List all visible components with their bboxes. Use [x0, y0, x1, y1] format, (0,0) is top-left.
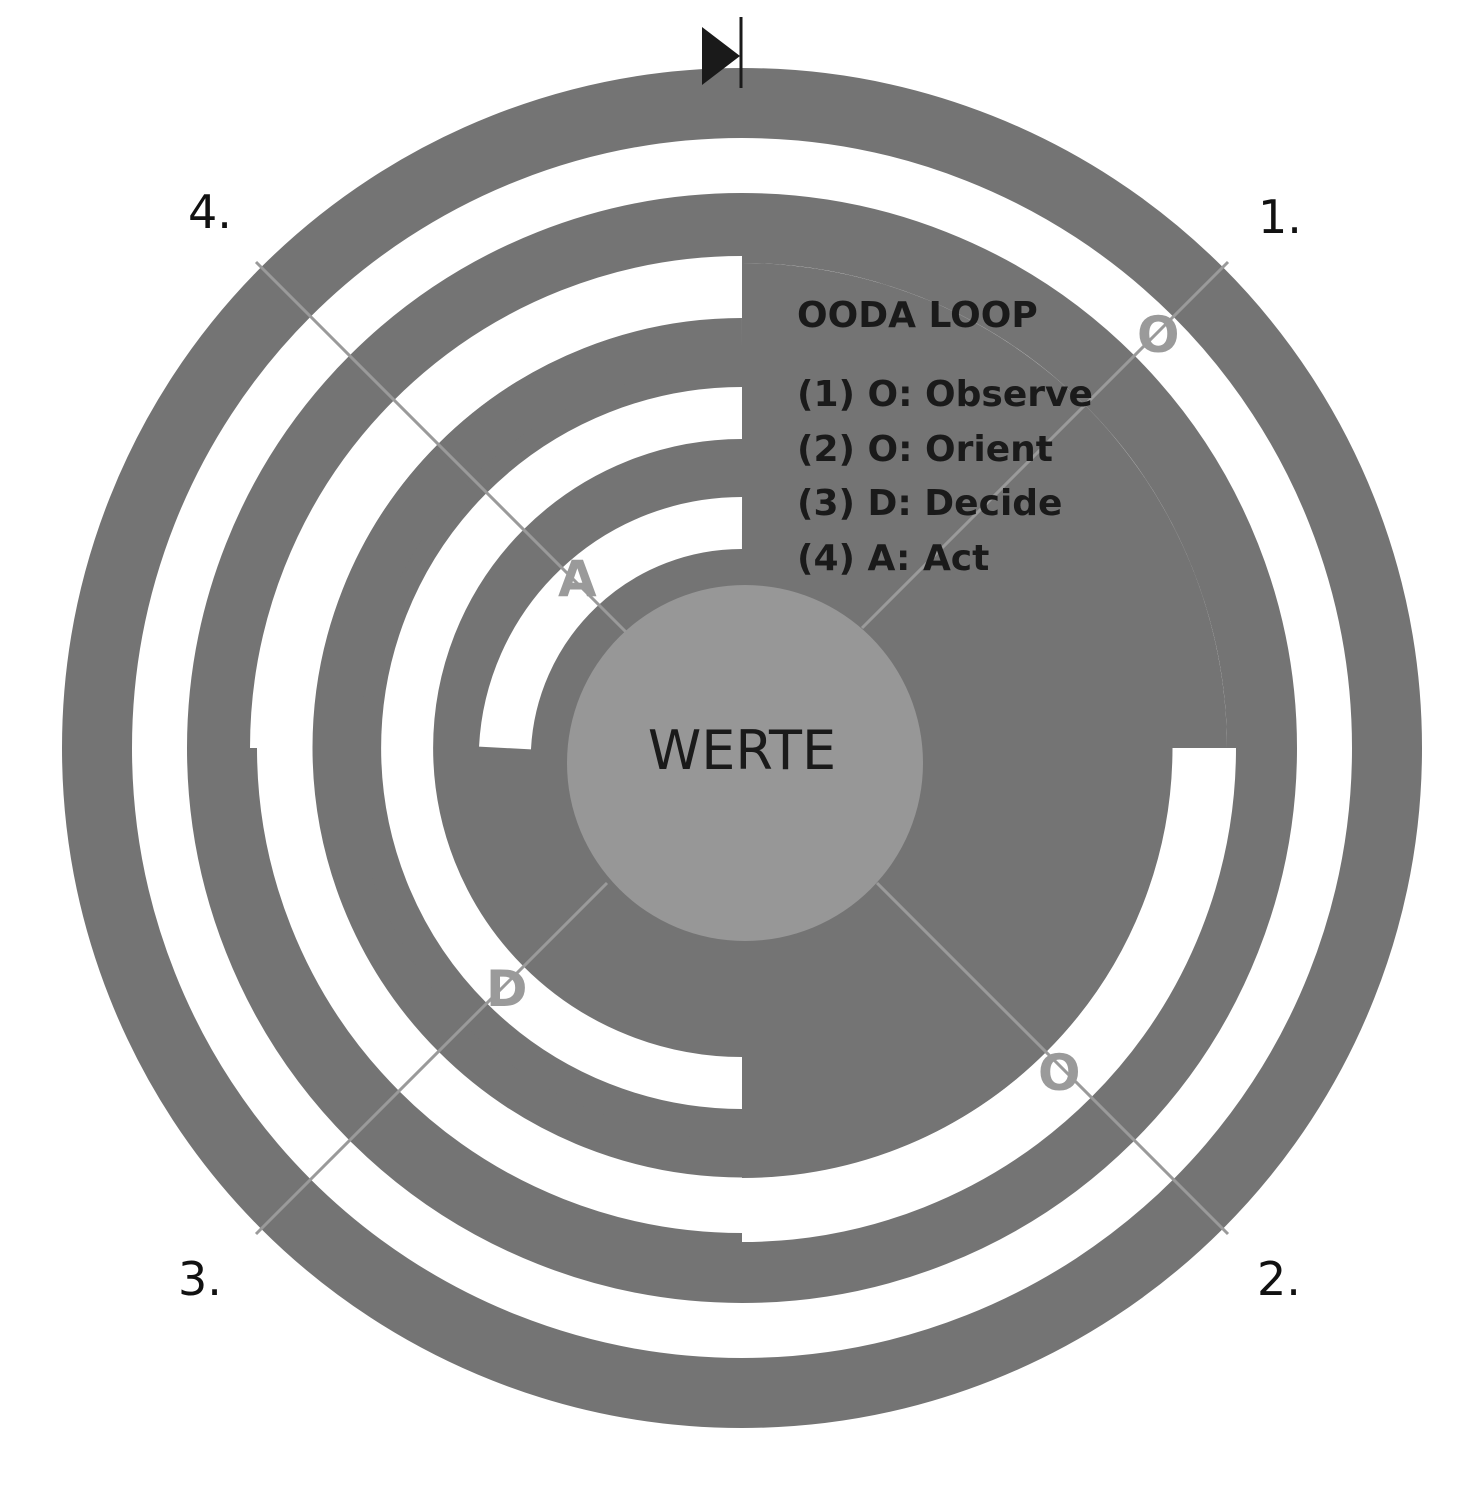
legend-item-orient: (2) O: Orient [797, 429, 1053, 470]
quadrant-number-3: 3. [178, 1252, 222, 1306]
phase-letter-orient: O [1038, 1044, 1081, 1102]
white-arc-inner [479, 496, 743, 750]
quadrant-number-2: 2. [1257, 1252, 1301, 1306]
divider-lines [254, 260, 1230, 1236]
legend-item-act: (4) A: Act [797, 538, 989, 579]
quadrant-number-4: 4. [188, 185, 232, 239]
divider-se [875, 881, 1230, 1236]
diagram-title: OODA LOOP [797, 295, 1038, 336]
ring-observe [187, 193, 1297, 1303]
divider-sw [254, 881, 609, 1236]
center-label: WERTE [648, 719, 836, 782]
divider-ne [860, 260, 1230, 630]
phase-letter-act: A [558, 550, 597, 608]
legend-item-observe: (1) O: Observe [797, 374, 1093, 415]
legend-item-decide: (3) D: Decide [797, 483, 1062, 524]
white-arc-middle [381, 387, 743, 1109]
center-circle [567, 585, 923, 941]
outer-ring [62, 68, 1422, 1428]
play-marker-icon [702, 17, 743, 88]
phase-letter-decide: D [486, 960, 528, 1018]
quadrant-number-1: 1. [1258, 190, 1302, 244]
phase-letter-observe: O [1137, 306, 1180, 364]
divider-nw [254, 260, 629, 635]
